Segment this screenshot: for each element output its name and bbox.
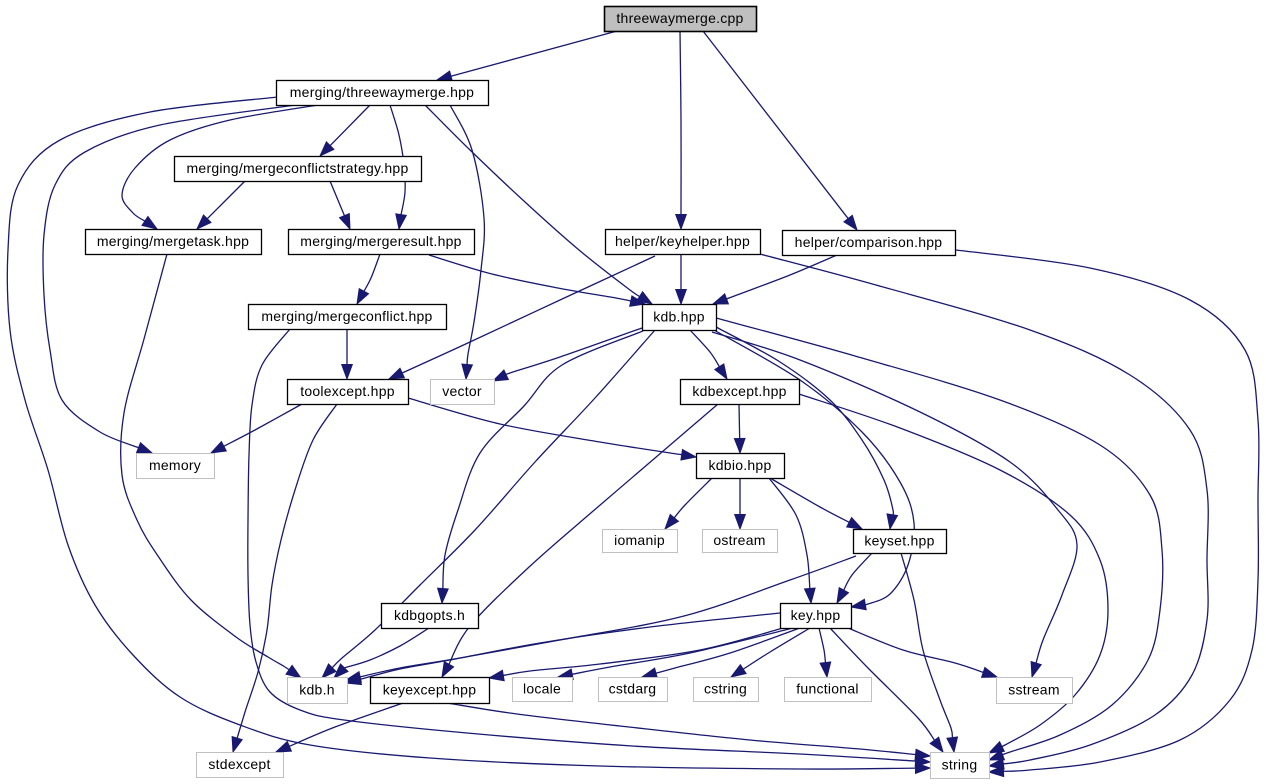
svg-text:helper/keyhelper.hpp: helper/keyhelper.hpp	[615, 233, 750, 249]
svg-text:ostream: ostream	[713, 532, 765, 548]
svg-text:keyexcept.hpp: keyexcept.hpp	[383, 682, 477, 698]
svg-text:kdbgopts.h: kdbgopts.h	[394, 607, 465, 623]
svg-text:vector: vector	[442, 383, 482, 399]
svg-text:merging/mergeresult.hpp: merging/mergeresult.hpp	[300, 233, 461, 249]
svg-text:merging/mergeconflictstrategy.: merging/mergeconflictstrategy.hpp	[187, 160, 409, 176]
svg-text:kdbio.hpp: kdbio.hpp	[709, 457, 772, 473]
svg-text:locale: locale	[523, 681, 561, 697]
svg-text:merging/mergetask.hpp: merging/mergetask.hpp	[97, 233, 249, 249]
svg-text:threewaymerge.cpp: threewaymerge.cpp	[616, 10, 743, 26]
svg-text:string: string	[942, 757, 978, 773]
svg-text:keyset.hpp: keyset.hpp	[864, 533, 934, 549]
svg-text:memory: memory	[149, 457, 201, 473]
svg-text:functional: functional	[796, 681, 858, 697]
svg-text:key.hpp: key.hpp	[791, 607, 841, 623]
svg-text:cstring: cstring	[704, 681, 747, 697]
svg-text:merging/mergeconflict.hpp: merging/mergeconflict.hpp	[261, 308, 432, 324]
svg-text:toolexcept.hpp: toolexcept.hpp	[300, 383, 395, 399]
svg-text:helper/comparison.hpp: helper/comparison.hpp	[795, 234, 943, 250]
svg-text:kdbexcept.hpp: kdbexcept.hpp	[692, 383, 786, 399]
svg-text:iomanip: iomanip	[614, 532, 665, 548]
svg-text:merging/threewaymerge.hpp: merging/threewaymerge.hpp	[290, 84, 474, 100]
svg-text:kdb.h: kdb.h	[299, 682, 335, 698]
svg-text:cstdarg: cstdarg	[609, 681, 657, 697]
svg-text:kdb.hpp: kdb.hpp	[653, 309, 705, 325]
svg-text:stdexcept: stdexcept	[208, 756, 270, 772]
svg-text:sstream: sstream	[1008, 682, 1060, 698]
